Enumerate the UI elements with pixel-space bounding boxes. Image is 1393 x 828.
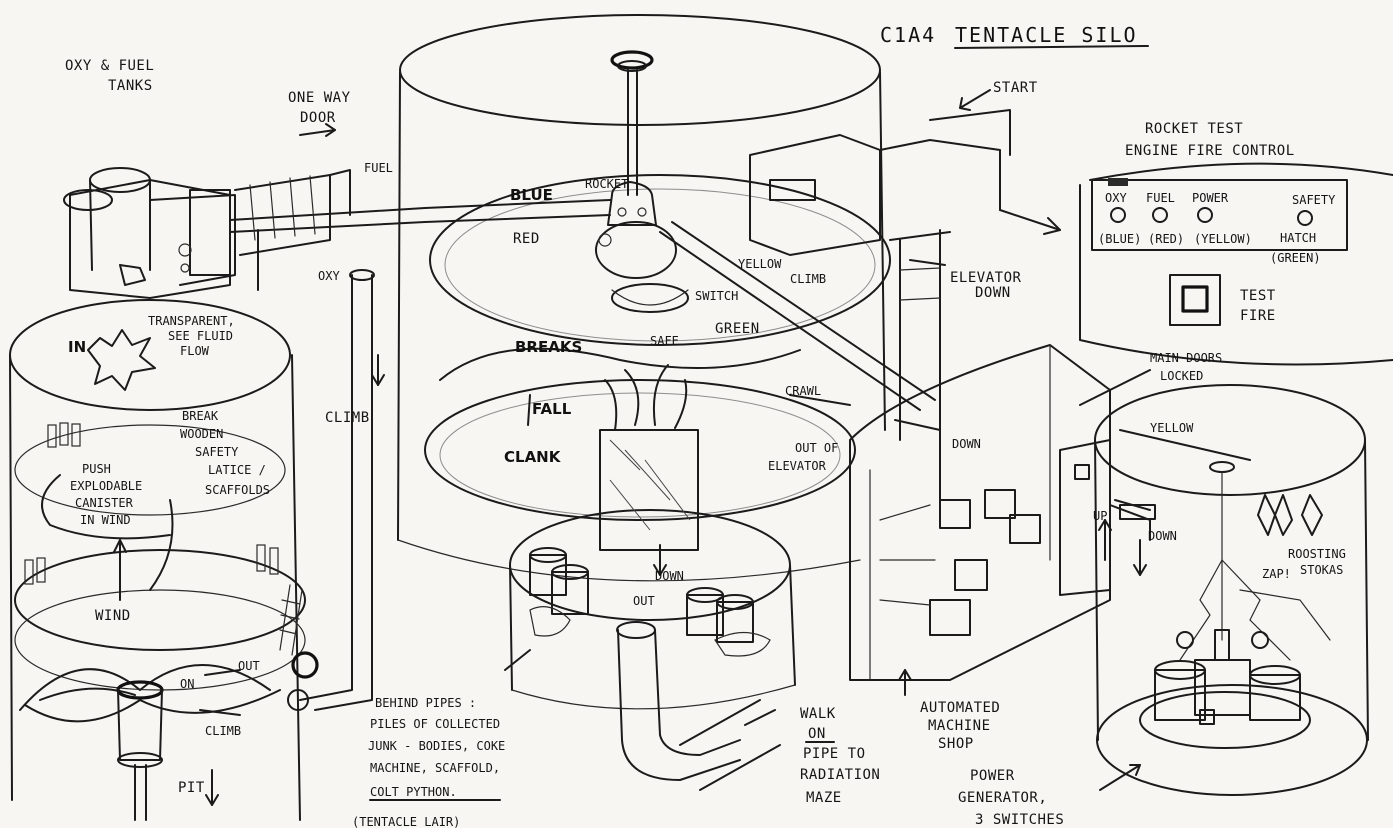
label-panel-fuel: FUEL (1146, 191, 1175, 205)
label-main-doors-1: MAIN DOORS (1150, 351, 1222, 365)
label-behind-5: COLT PYTHON. (370, 785, 457, 799)
label-rocket-test-1: ROCKET TEST (1145, 121, 1243, 137)
label-down-mid: DOWN (655, 569, 684, 583)
label-panel-yellow: (YELLOW) (1194, 232, 1252, 246)
label-pit: PIT (178, 780, 205, 796)
label-push-3: CANISTER (75, 496, 134, 510)
label-walk-4: RADIATION (800, 767, 880, 783)
label-climb-bottom: CLIMB (205, 724, 241, 738)
label-wind: WIND (95, 608, 131, 624)
label-transparent-2: SEE FLUID (168, 329, 233, 343)
label-power-3: 3 SWITCHES (975, 812, 1064, 828)
label-walk-3: PIPE TO (803, 746, 866, 762)
blue-pipe (230, 200, 935, 410)
label-walk-5: MAZE (806, 790, 842, 806)
label-climb-left: CLIMB (325, 410, 370, 426)
label-power-2: GENERATOR, (958, 790, 1047, 806)
label-switch: SWITCH (695, 289, 738, 303)
label-push-4: IN WIND (80, 513, 131, 527)
fuel-lines (258, 230, 374, 710)
label-walk-1: WALK (800, 706, 836, 722)
label-main-doors-2: LOCKED (1160, 369, 1203, 383)
label-panel-safety: SAFETY (1292, 193, 1336, 207)
label-out-elevator-1: OUT OF (795, 441, 838, 455)
label-roosting-2: STOKAS (1300, 563, 1343, 577)
label-power-1: POWER (970, 768, 1015, 784)
label-green: GREEN (715, 321, 760, 337)
label-panel-green: (GREEN) (1270, 251, 1321, 265)
label-oxy: OXY (318, 269, 340, 283)
label-panel-oxy: OXY (1105, 191, 1127, 205)
label-transparent-1: TRANSPARENT, (148, 314, 235, 328)
label-out-mid: OUT (633, 594, 655, 608)
label-oneway-1: ONE WAY (288, 90, 351, 106)
label-break-1: BREAK (182, 409, 219, 423)
label-automated-2: MACHINE (928, 718, 991, 734)
label-automated-1: AUTOMATED (920, 700, 1000, 716)
label-crawl: CRAWL (785, 384, 821, 398)
label-test-fire-1: TEST (1240, 288, 1276, 304)
tentacle-lair (510, 365, 795, 790)
label-blue: BLUE (510, 186, 553, 204)
label-up: UP (1093, 509, 1107, 523)
label-elevator-1: ELEVATOR (950, 270, 1022, 286)
label-behind-3: JUNK - BODIES, COKE (368, 739, 505, 753)
label-safe: SAFE (650, 334, 679, 348)
label-oneway-2: DOOR (300, 110, 336, 126)
label-rocket: ROCKET (585, 177, 628, 191)
label-break-5: SCAFFOLDS (205, 483, 270, 497)
label-transparent-3: FLOW (180, 344, 210, 358)
label-climb-mid: CLIMB (790, 272, 826, 286)
label-down-machine: DOWN (952, 437, 981, 451)
label-panel-power: POWER (1192, 191, 1229, 205)
machine-shop (850, 345, 1155, 680)
labels: C1A4 TENTACLE SILO OXY & FUEL TANKS ONE … (65, 23, 1346, 828)
oxy-fuel-tanks (64, 168, 350, 298)
label-down-right: DOWN (1148, 529, 1177, 543)
label-elevator-2: DOWN (975, 285, 1011, 301)
label-behind-2: PILES OF COLLECTED (370, 717, 500, 731)
label-in: IN (68, 338, 86, 356)
label-walk-2: ON (808, 726, 826, 742)
label-fall: FALL (532, 400, 572, 418)
label-panel-hatch: HATCH (1280, 231, 1316, 245)
label-oxy-fuel-2: TANKS (108, 78, 153, 94)
label-behind-6: (TENTACLE LAIR) (352, 815, 460, 828)
label-test-fire-2: FIRE (1240, 308, 1276, 324)
label-start: START (993, 80, 1038, 96)
label-behind-1: BEHIND PIPES : (375, 696, 476, 710)
label-behind-4: MACHINE, SCAFFOLD, (370, 761, 500, 775)
label-break-2: WOODEN (180, 427, 223, 441)
label-red: RED (513, 231, 540, 247)
label-zap: ZAP! (1262, 567, 1291, 581)
label-clank: CLANK (504, 448, 562, 466)
title-name: TENTACLE SILO (955, 23, 1138, 47)
label-oxy-fuel-1: OXY & FUEL (65, 58, 154, 74)
label-panel-red: (RED) (1148, 232, 1184, 246)
label-break-4: LATICE / (208, 463, 266, 477)
generator-silo (1095, 385, 1368, 795)
label-fuel: FUEL (364, 161, 393, 175)
label-out-left: OUT (238, 659, 260, 673)
label-yellow-right: YELLOW (1150, 421, 1194, 435)
label-breaks: BREAKS (515, 338, 582, 356)
label-break-3: SAFETY (195, 445, 239, 459)
label-panel-blue: (BLUE) (1098, 232, 1141, 246)
label-push-1: PUSH (82, 462, 111, 476)
title-code: C1A4 (880, 23, 936, 47)
label-automated-3: SHOP (938, 736, 974, 752)
main-silo (398, 15, 890, 581)
label-out-elevator-2: ELEVATOR (768, 459, 827, 473)
label-push-2: EXPLODABLE (70, 479, 142, 493)
left-silo (10, 300, 317, 820)
label-yellow-mid: YELLOW (738, 257, 782, 271)
label-on: ON (180, 677, 194, 691)
label-roosting-1: ROOSTING (1288, 547, 1346, 561)
label-rocket-test-2: ENGINE FIRE CONTROL (1125, 143, 1295, 159)
